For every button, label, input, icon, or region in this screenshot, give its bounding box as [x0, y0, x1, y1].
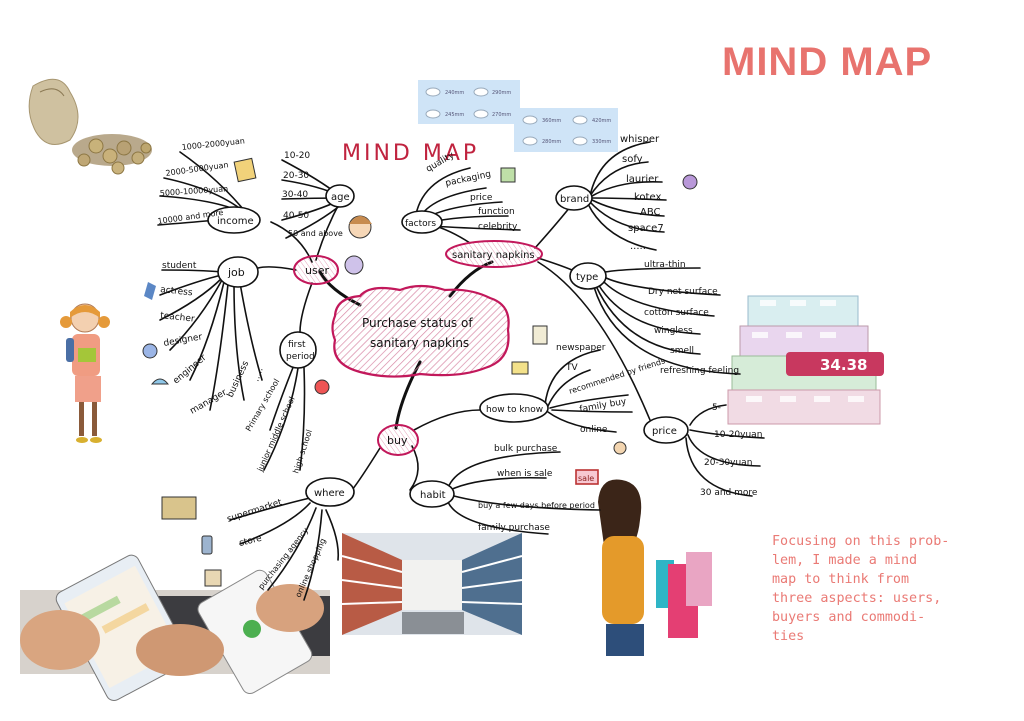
job-item: business: [226, 359, 252, 399]
how-to-know-item: TV: [565, 363, 578, 373]
pad-size-label: 420mm: [592, 118, 611, 124]
note-line: ties: [772, 629, 805, 644]
age-item: 30-40: [282, 190, 308, 200]
mindmap-inner-title: MIND MAP: [342, 141, 479, 166]
node-where: where: [314, 488, 345, 499]
job-item: actress: [160, 285, 194, 298]
sale-sticker: sale: [578, 474, 594, 483]
pad-size-label: 330mm: [592, 139, 611, 145]
product-packages-image: 34.38: [727, 295, 884, 425]
girl-illustration: [60, 303, 110, 443]
note-line: Focusing on this prob-: [772, 534, 950, 549]
job-item: teacher: [160, 311, 196, 325]
price-item: 10-20yuan: [714, 430, 762, 440]
node-price: price: [652, 426, 677, 437]
habit-item: buy a few days before period: [478, 501, 595, 510]
brand-item: .....: [630, 241, 646, 252]
job-item: .....: [251, 366, 265, 383]
pad-size-label: 360mm: [542, 118, 561, 124]
pad-size-label: 240mm: [445, 90, 464, 96]
type-item: cotton surface: [644, 308, 709, 318]
age-item: 50 and above: [288, 229, 343, 238]
brand-item: whisper: [620, 134, 660, 145]
age-item: 40-50: [283, 211, 309, 221]
note-line: lem, I made a mind: [772, 553, 918, 568]
first-period-item: high school: [291, 428, 314, 474]
factors-item: packaging: [445, 170, 492, 189]
pad-size-label: 270mm: [492, 112, 511, 118]
where-item: supermarket: [226, 498, 284, 525]
pad-size-label: 290mm: [492, 90, 511, 96]
node-buy: buy: [387, 434, 408, 447]
note-line: map to think from: [772, 572, 910, 587]
center-node-line1: Purchase status of: [362, 316, 473, 330]
phones-photo: [20, 554, 330, 701]
age-item: 20-30: [283, 171, 309, 181]
age-item: 10-20: [284, 151, 310, 161]
brand-item: laurier: [626, 174, 659, 185]
pad-size-label: 280mm: [542, 139, 561, 145]
page-title: MIND MAP: [722, 40, 933, 84]
brand-item: kotex: [634, 192, 661, 203]
how-to-know-item: online: [580, 425, 608, 435]
habit-item: when is sale: [497, 469, 553, 479]
how-to-know-item: newspaper: [556, 343, 606, 353]
promo-price: 34.38: [820, 356, 867, 374]
how-to-know-item: recommended by friends: [568, 356, 666, 396]
factors-item: price: [470, 193, 493, 203]
habit-item: family purchase: [478, 523, 550, 533]
node-first-period-line1: first: [288, 340, 306, 350]
node-how-to-know: how to know: [486, 405, 543, 415]
node-sanitary-napkins: sanitary napkins: [452, 250, 535, 261]
node-income: income: [217, 216, 254, 227]
shopper-photo: [598, 479, 712, 656]
node-brand: brand: [560, 194, 589, 205]
node-type: type: [576, 272, 598, 283]
node-first-period-line2: period: [286, 352, 315, 362]
job-item: engineer: [172, 353, 209, 387]
habit-item: bulk purchase: [494, 444, 558, 454]
node-job: job: [227, 266, 245, 279]
brand-item: ABC: [640, 207, 661, 218]
center-node-line2: sanitary napkins: [370, 336, 469, 350]
note-line: buyers and commodi-: [772, 610, 926, 625]
pad-size-label: 245mm: [445, 112, 464, 118]
brand-item: space7: [628, 223, 664, 234]
type-item: wingless: [654, 326, 693, 336]
type-item: refreshing feeling: [660, 366, 739, 376]
income-item: 1000-2000yuan: [181, 136, 245, 152]
supermarket-photo: [341, 533, 523, 635]
node-habit: habit: [420, 490, 446, 501]
price-item: 5-: [712, 403, 721, 413]
node-factors: factors: [405, 219, 436, 229]
node-user: user: [305, 264, 329, 277]
job-item: designer: [163, 332, 204, 349]
factors-item: function: [478, 207, 515, 217]
brand-item: sofy: [622, 154, 643, 165]
job-item: student: [162, 261, 197, 271]
pad-sizes-image: 240mm 290mm 245mm 270mm 360mm 420mm 280m…: [418, 80, 618, 152]
type-item: Dry net surface: [648, 287, 718, 297]
description-note: Focusing on this prob- lem, I made a min…: [772, 532, 977, 646]
type-item: smell: [670, 346, 694, 356]
type-item: ultra-thin: [644, 260, 686, 270]
factors-item: celebrity: [478, 222, 518, 232]
price-item: 30 and more: [700, 488, 758, 498]
node-shapes: [207, 184, 689, 508]
where-item: store: [238, 534, 263, 549]
income-item: 2000-5000yuan: [165, 160, 229, 178]
note-line: three aspects: users,: [772, 591, 942, 606]
job-item: manager: [189, 388, 229, 417]
node-age: age: [331, 192, 350, 203]
coin-sack-image: [28, 78, 152, 175]
doodle-icons: [142, 157, 698, 587]
price-item: 20-30yuan: [704, 458, 752, 468]
